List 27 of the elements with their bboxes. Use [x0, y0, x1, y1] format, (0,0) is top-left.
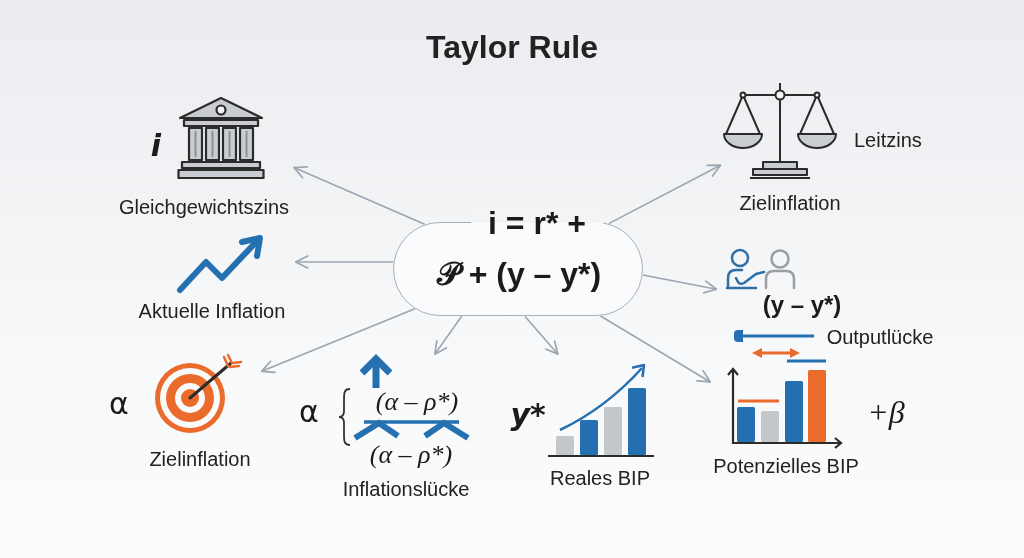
math-symbol: i: [149, 129, 163, 163]
formula-text: (α – ρ*): [368, 441, 454, 469]
formula-text: (α – ρ*): [374, 388, 460, 416]
math-symbol: y*: [510, 398, 546, 432]
arrow: [294, 255, 394, 269]
arrow: [599, 315, 712, 383]
node-label: Gleichgewichtszins: [117, 195, 291, 219]
arrow: [524, 315, 559, 355]
arrow: [293, 165, 426, 226]
math-symbol: α: [108, 387, 130, 421]
math-symbol: α: [298, 395, 320, 429]
formula-text: (y – y*): [761, 290, 843, 320]
node-label: Reales BIP: [548, 466, 652, 490]
math-symbol: +β: [866, 394, 906, 430]
arrow: [608, 164, 722, 225]
node-label: Zielinflation: [738, 191, 842, 215]
arrow: [433, 315, 463, 355]
node-label: Zielinflation: [148, 447, 252, 471]
node-label: Outputlücke: [825, 325, 935, 347]
title: Taylor Rule: [426, 28, 598, 66]
arrow: [260, 308, 416, 374]
node-label: Potenzielles BIP: [712, 454, 860, 478]
node-label: Leitzins: [854, 128, 923, 152]
arrow: [642, 274, 718, 294]
node-label: Aktuelle Inflation: [137, 299, 287, 323]
node-label: Inflationslücke: [341, 477, 471, 501]
formula-text: 𝒫 + (y – y*): [435, 256, 603, 292]
